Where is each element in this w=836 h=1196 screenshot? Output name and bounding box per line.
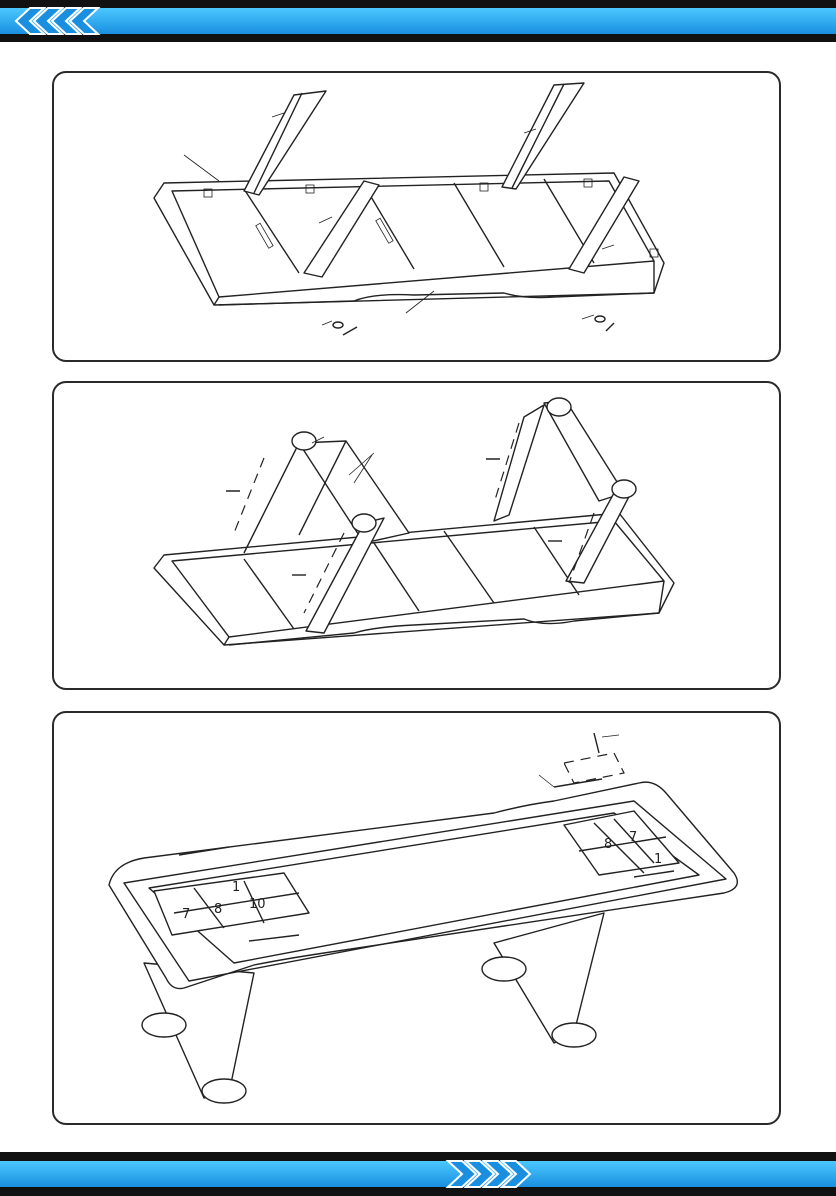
assembled-table-icon: 1 7 8 10 8 7 1	[54, 713, 781, 1125]
step-3-panel: 1 7 8 10 8 7 1	[52, 711, 781, 1125]
score-10-left: 10	[249, 897, 266, 912]
score-7-right: 7	[629, 830, 637, 845]
score-8-left: 8	[214, 902, 222, 917]
chevron-right-icon	[0, 1152, 836, 1196]
step-2-panel	[52, 381, 781, 690]
score-1-left: 1	[232, 880, 240, 895]
leg-attachment-icon	[54, 73, 781, 362]
footer-bar	[0, 1152, 836, 1196]
header-bar	[0, 0, 836, 42]
score-7-left: 7	[182, 907, 190, 922]
chevron-left-icon	[0, 0, 120, 42]
header-stripe	[0, 8, 836, 34]
step-1-panel	[52, 71, 781, 362]
score-8-right: 8	[604, 837, 612, 852]
score-1-right: 1	[654, 852, 662, 867]
leg-mounting-icon	[54, 383, 781, 690]
